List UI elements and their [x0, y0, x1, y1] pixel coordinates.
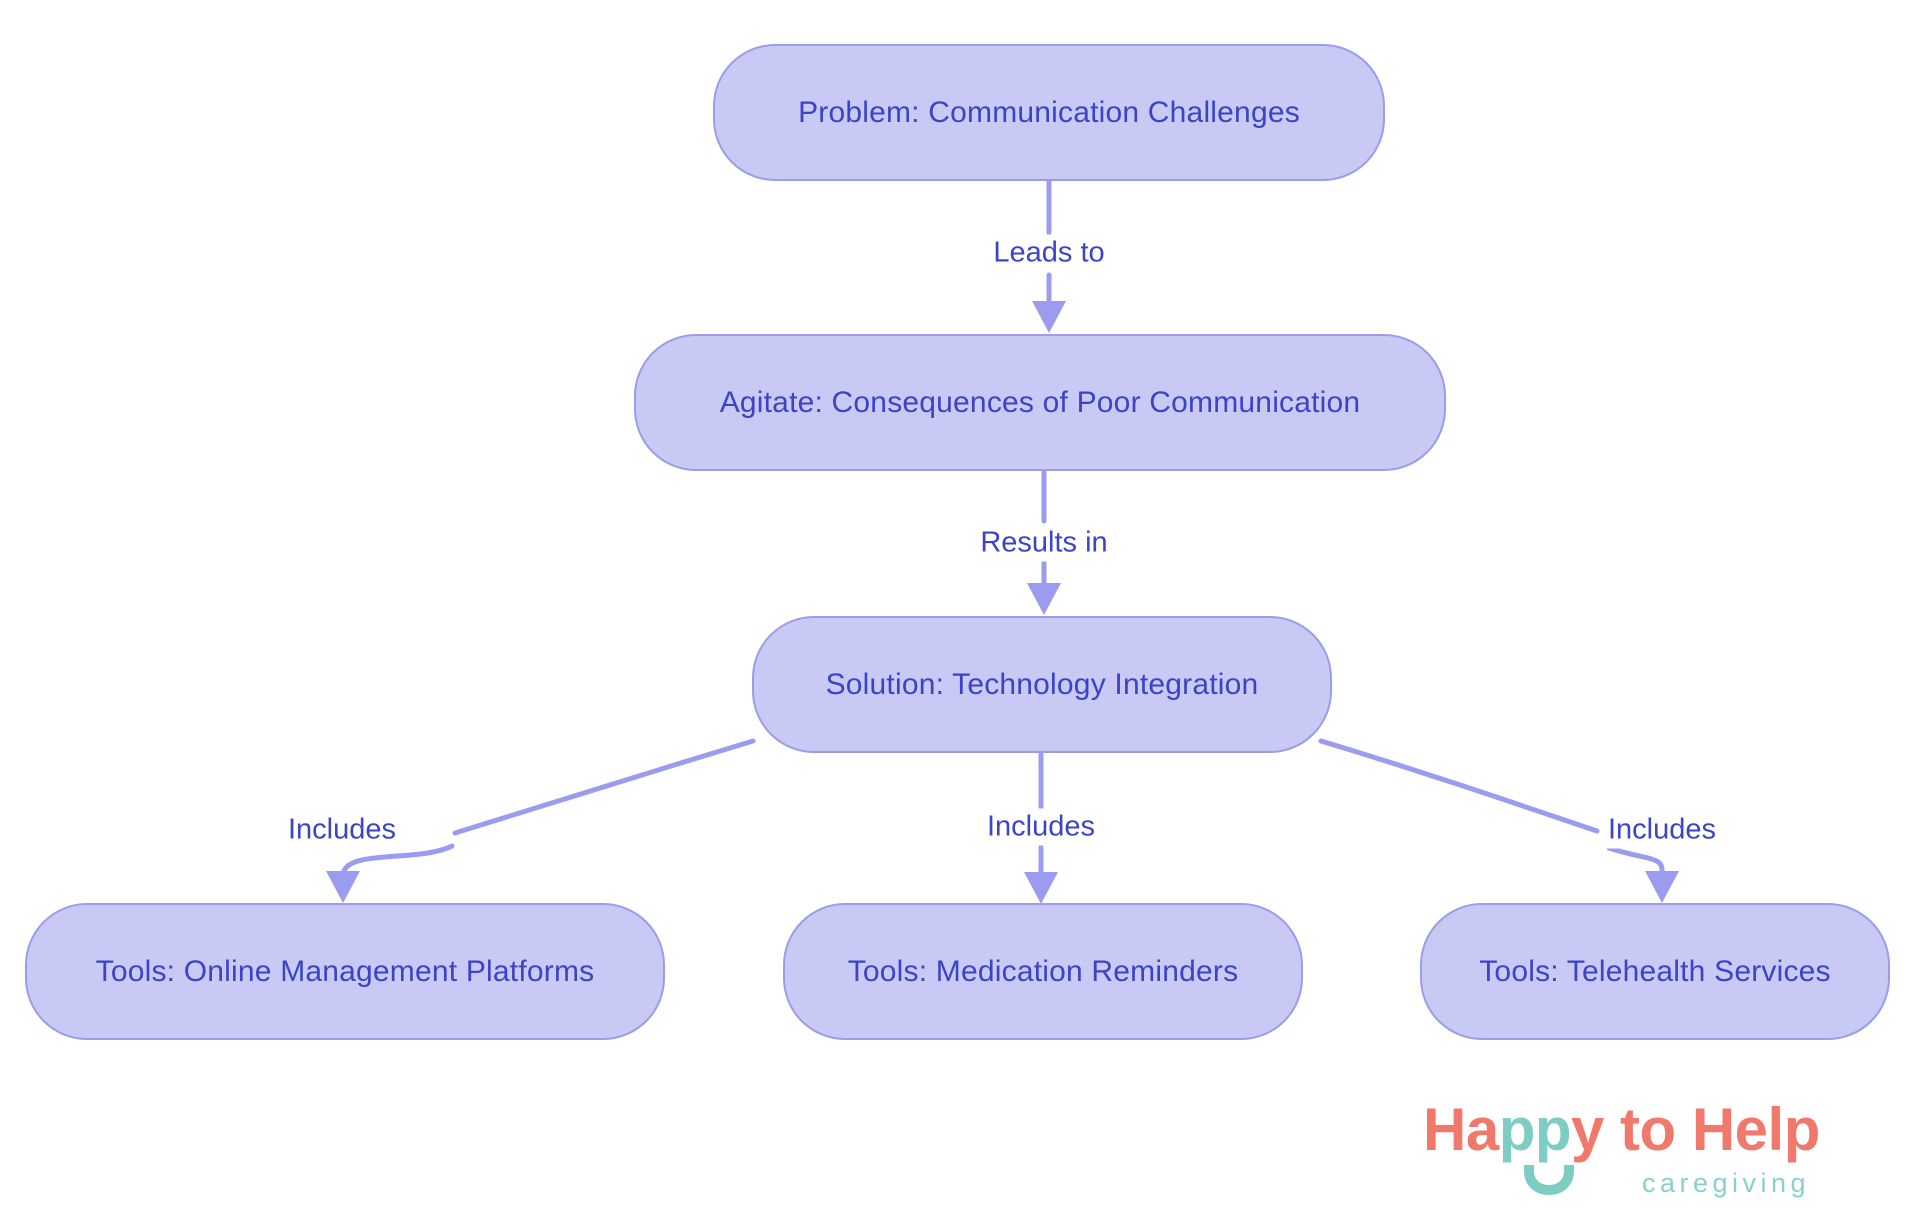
wordmark-coral-part-1: Ha [1423, 1096, 1499, 1163]
node-problem: Problem: Communication Challenges [713, 44, 1385, 181]
node-solution: Solution: Technology Integration [752, 616, 1332, 753]
wordmark-teal-part: pp [1498, 1096, 1572, 1163]
node-agitate: Agitate: Consequences of Poor Communicat… [634, 334, 1446, 471]
arrowhead-down-icon [1027, 583, 1061, 615]
edge-includes-right-line [1318, 738, 1600, 834]
edge-label-includes-right: Includes [1599, 811, 1725, 849]
arrowhead-down-icon [1024, 872, 1058, 904]
edge-includes-right-line [1606, 845, 1665, 874]
node-tools-online-management-platforms: Tools: Online Management Platforms [25, 903, 665, 1040]
brand-tagline: caregiving [1642, 1168, 1811, 1198]
wordmark-coral-part-2: y to Help [1571, 1096, 1820, 1163]
edge-includes-left-line [341, 843, 455, 874]
smile-icon [1524, 1165, 1574, 1196]
brand-logo: Happy to Help caregiving [1423, 1100, 1893, 1210]
arrowhead-down-icon [326, 871, 360, 903]
node-tools-telehealth-services: Tools: Telehealth Services [1420, 903, 1890, 1040]
edge-label-leads-to: Leads to [985, 234, 1113, 272]
edge-includes-left-line [452, 738, 756, 836]
arrowhead-down-icon [1032, 301, 1066, 333]
arrowhead-down-icon [1645, 871, 1679, 903]
edge-label-results-in: Results in [972, 524, 1116, 562]
brand-wordmark: Happy to Help [1423, 1100, 1893, 1160]
edge-label-includes-middle: Includes [978, 808, 1104, 846]
node-tools-medication-reminders: Tools: Medication Reminders [783, 903, 1303, 1040]
edge-label-includes-left: Includes [279, 811, 405, 849]
